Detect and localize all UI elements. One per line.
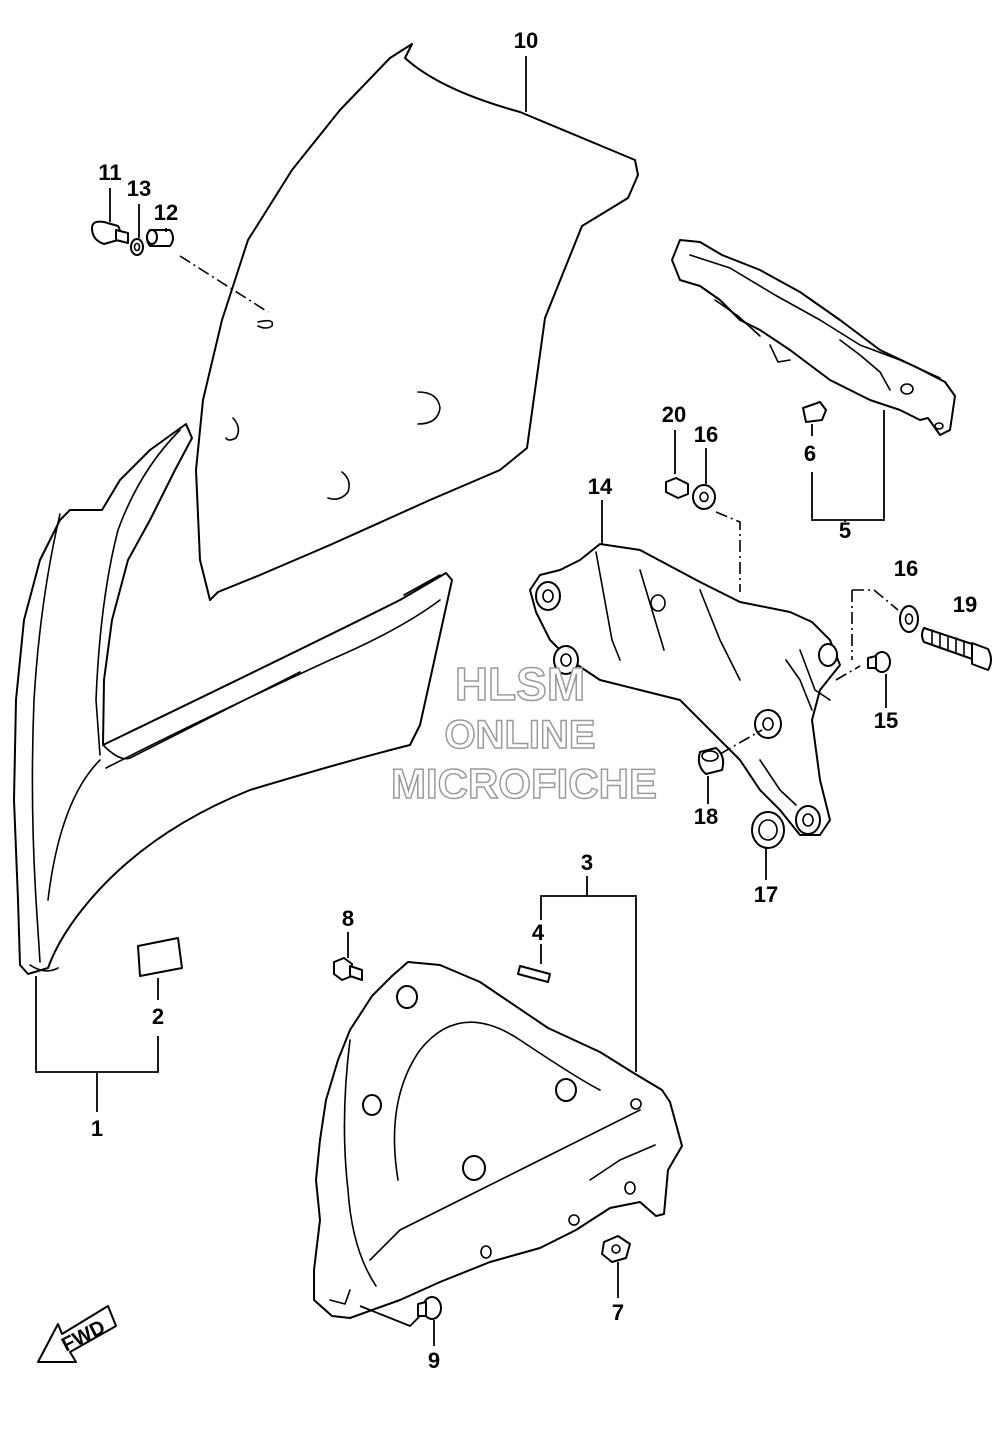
label-part[interactable] (137, 937, 183, 977)
clip-part-6[interactable] (802, 401, 827, 423)
callout-17: 17 (754, 882, 778, 907)
callout-11: 11 (98, 160, 121, 185)
callout-13: 13 (127, 176, 151, 201)
callout-12: 12 (154, 200, 178, 225)
leader-lines (35, 56, 899, 1346)
callout-4: 4 (532, 920, 545, 945)
grommet-part-18[interactable] (697, 747, 725, 775)
callout-16-upper: 16 (694, 422, 718, 447)
collar-part-12[interactable] (146, 229, 174, 247)
callout-19: 19 (953, 592, 977, 617)
watermark-line-3: MICROFICHE (391, 760, 657, 807)
label-part-4[interactable] (517, 965, 551, 983)
callout-8: 8 (342, 906, 354, 931)
callout-9: 9 (428, 1348, 440, 1373)
callout-1: 1 (91, 1116, 103, 1141)
forward-arrow-icon: FWD (37, 1305, 117, 1363)
callout-5: 5 (839, 518, 851, 543)
callout-7: 7 (612, 1300, 624, 1325)
callout-18: 18 (694, 804, 718, 829)
watermark-line-2: ONLINE (444, 713, 595, 757)
callout-16-right: 16 (894, 556, 918, 581)
callout-6: 6 (804, 441, 816, 466)
screw-part-9[interactable] (417, 1296, 442, 1320)
rivet-part-8[interactable] (333, 957, 363, 981)
screw-part-15[interactable] (867, 651, 891, 673)
callout-15: 15 (874, 708, 898, 733)
windscreen-part[interactable] (195, 43, 639, 601)
watermark: HLSM ONLINE MICROFICHE (390, 657, 658, 808)
front-fairing-part[interactable] (13, 423, 453, 975)
nut-clip-part-7[interactable] (601, 1235, 631, 1263)
inner-panel-part[interactable] (313, 961, 683, 1319)
bolt-part-11[interactable] (91, 220, 129, 245)
meter-bracket-part[interactable] (529, 543, 841, 836)
grommet-part-17[interactable] (751, 811, 785, 849)
bolt-part-19[interactable] (921, 627, 992, 671)
washer-part-16a[interactable] (692, 484, 716, 510)
watermark-line-1: HLSM (455, 658, 585, 710)
washer-part-16b[interactable] (899, 605, 919, 633)
callout-2: 2 (152, 1004, 164, 1029)
callout-20: 20 (662, 402, 686, 427)
callout-10: 10 (514, 28, 538, 53)
washer-part-13[interactable] (130, 238, 144, 256)
nut-part-20[interactable] (665, 477, 689, 499)
callout-14: 14 (588, 474, 613, 499)
callouts: 10 11 13 12 20 16 6 14 5 16 19 15 18 17 … (91, 28, 977, 1373)
callout-3: 3 (581, 850, 593, 875)
bracket-stay-part[interactable] (671, 239, 956, 436)
